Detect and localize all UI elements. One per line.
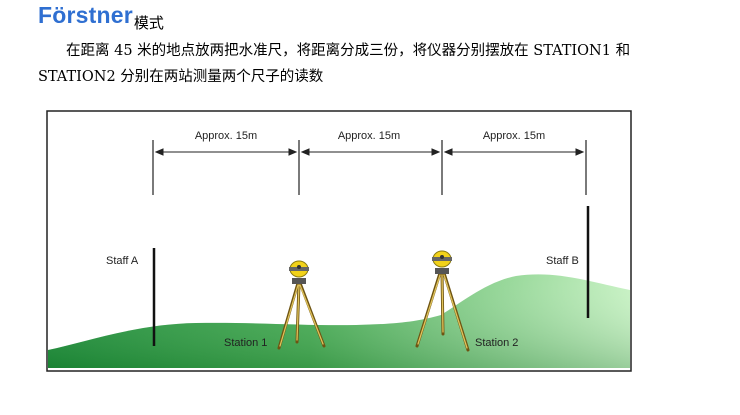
- staff-b-label: Staff B: [546, 255, 579, 267]
- dimension-arrows: [154, 148, 585, 156]
- brand-name: Förstner: [38, 2, 133, 28]
- paragraph-line-2: STATION2 分别在两站测量两个尺子的读数: [38, 69, 324, 85]
- station-2-instrument: [415, 250, 470, 352]
- survey-diagram: Approx. 15m Approx. 15m Approx. 15m Staf…: [46, 110, 632, 372]
- segment-label-2: Approx. 15m: [338, 130, 400, 142]
- segment-label-3: Approx. 15m: [483, 130, 545, 142]
- paragraph-line-1: 在距离 45 米的地点放两把水准尺，将距离分成三份，将仪器分别摆放在 STATI…: [66, 43, 631, 59]
- station-2-label: Station 2: [475, 337, 518, 349]
- mode-suffix: 模式: [133, 14, 164, 32]
- description-paragraph: 在距离 45 米的地点放两把水准尺，将距离分成三份，将仪器分别摆放在 STATI…: [38, 38, 728, 90]
- station-1-instrument: [277, 260, 326, 350]
- staff-a-label: Staff A: [106, 255, 139, 267]
- segment-label-1: Approx. 15m: [195, 130, 257, 142]
- page-title: Förstner模式: [38, 2, 164, 32]
- survey-diagram-svg: Approx. 15m Approx. 15m Approx. 15m Staf…: [46, 110, 632, 372]
- station-1-label: Station 1: [224, 337, 267, 349]
